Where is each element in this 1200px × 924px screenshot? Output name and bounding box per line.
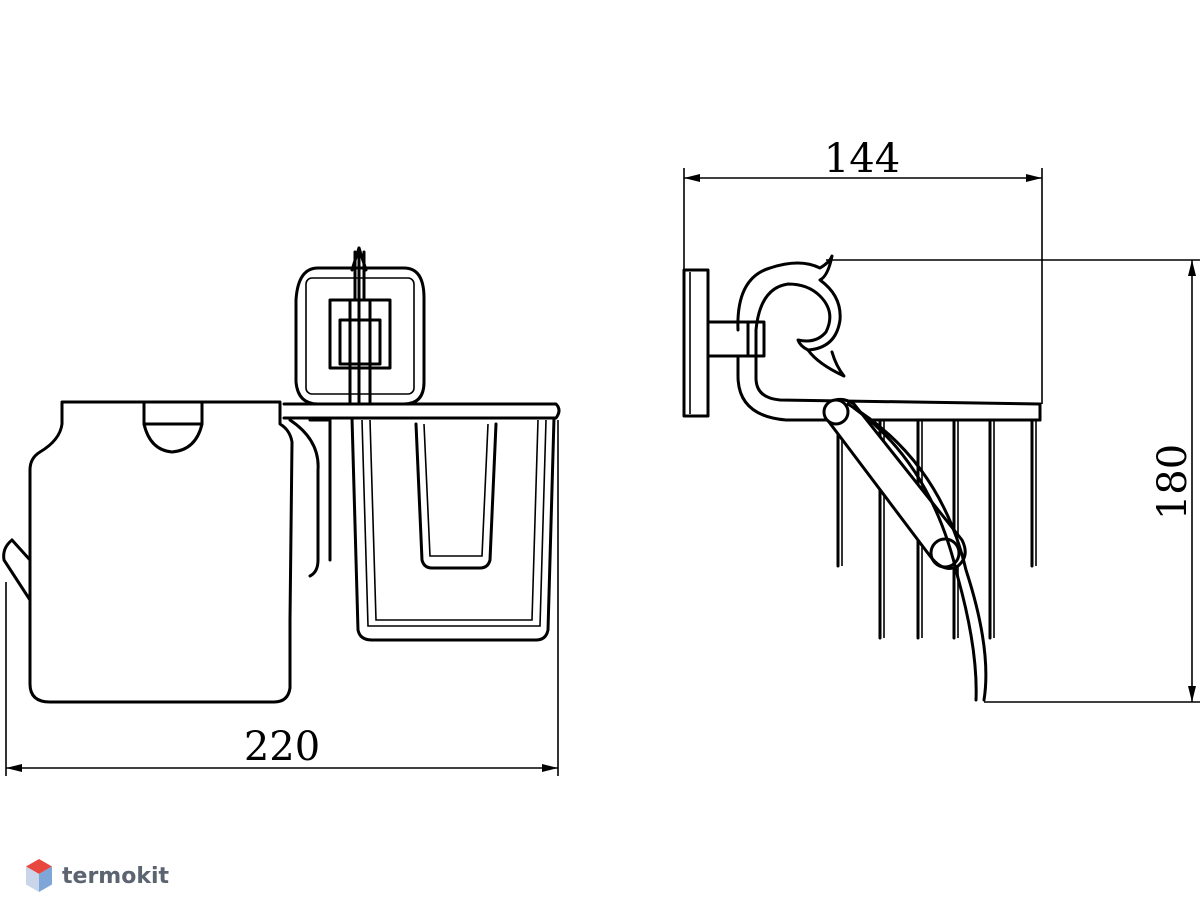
dimension-width-side: 144 [683, 136, 1043, 404]
watermark-text: termokit [62, 863, 170, 889]
dimension-height-side: 180 [826, 259, 1200, 703]
roll-holder-arm-side [822, 397, 988, 702]
roll-axle-front [2, 538, 32, 602]
wall-plate-side [682, 268, 766, 418]
hexagon-logo-icon [26, 859, 52, 892]
dimension-label-180: 180 [1150, 444, 1196, 520]
side-view [682, 254, 1042, 702]
dimension-label-220: 220 [244, 724, 320, 770]
front-view [2, 246, 561, 704]
watermark: termokit [24, 858, 169, 894]
basket-front [350, 416, 556, 642]
dimension-label-144: 144 [824, 136, 900, 182]
arm-front [282, 402, 561, 578]
mounting-pin [350, 246, 368, 406]
dimension-width-front: 220 [5, 420, 559, 776]
ornamental-bracket [736, 254, 1042, 422]
paper-holder-cover [28, 400, 294, 704]
